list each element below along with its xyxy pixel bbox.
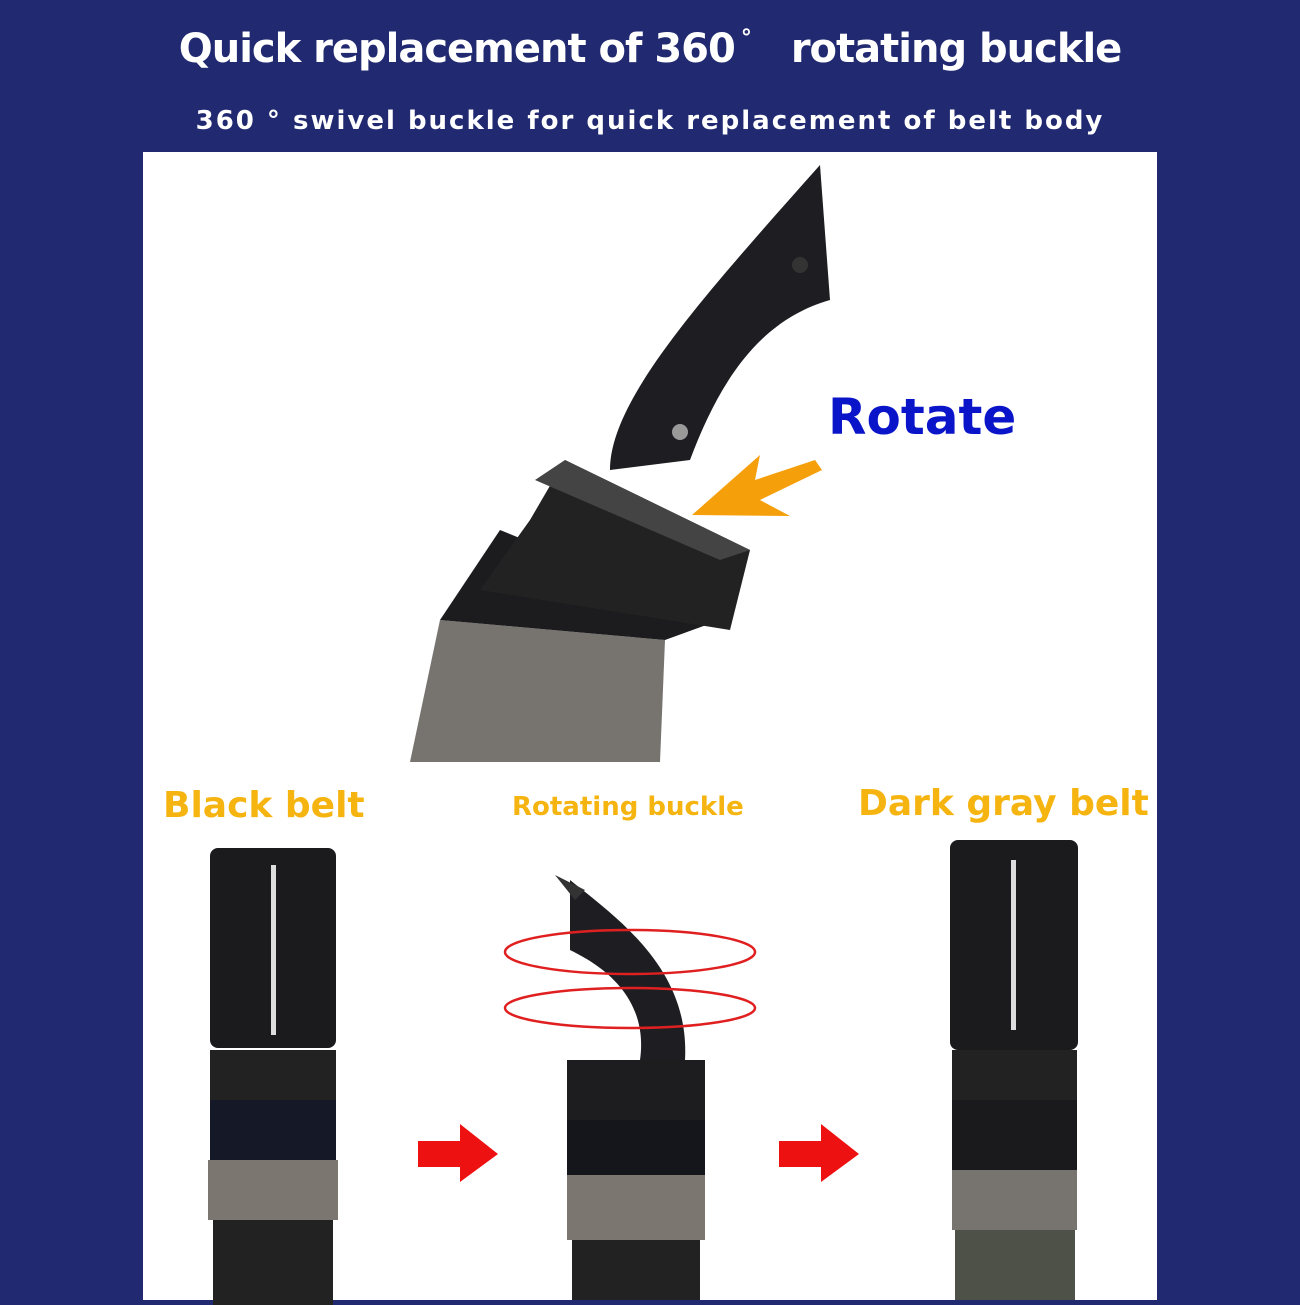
arrow-right-icon [418, 1124, 498, 1182]
title-degree: ° [740, 26, 752, 51]
rotate-arrow-icon [692, 455, 822, 516]
step-label-rotating-buckle: Rotating buckle [512, 792, 744, 822]
buckle-arm [610, 165, 830, 470]
step-label-black-belt: Black belt [163, 785, 365, 826]
page-subtitle: 360 ° swivel buckle for quick replacemen… [195, 106, 1105, 136]
step-label-dark-gray-belt: Dark gray belt [858, 783, 1149, 824]
arrow-right-icon [779, 1124, 859, 1182]
title-part-1: Quick replacement of 360 [178, 26, 736, 72]
buckle-base [480, 460, 750, 630]
rotating-buckle-image [503, 875, 757, 1300]
dark-gray-belt-image [950, 840, 1078, 1300]
title-part-2: rotating buckle [790, 26, 1122, 72]
rotate-callout: Rotate [828, 388, 1017, 446]
black-belt-image [208, 848, 338, 1305]
rotation-ring-icon [503, 928, 757, 976]
belt-strap-gray [410, 620, 665, 762]
page-title: Quick replacement of 360° rotating buckle [0, 26, 1300, 72]
